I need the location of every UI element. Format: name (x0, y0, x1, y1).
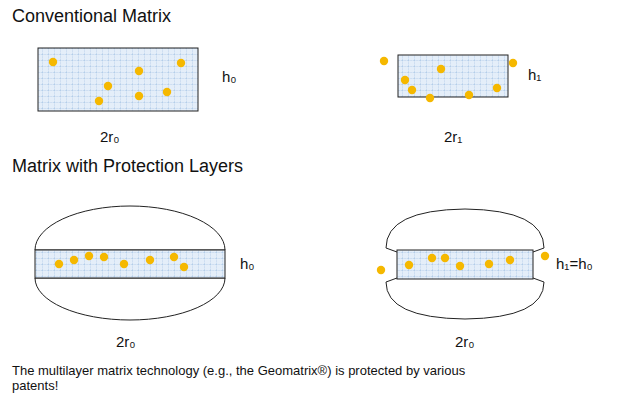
protection-layer (35, 278, 225, 320)
section-heading: Conventional Matrix (12, 6, 171, 27)
drug-particle (163, 88, 171, 96)
protection-layer (35, 206, 225, 250)
drug-particle (177, 59, 185, 67)
drug-particle (428, 254, 436, 262)
matrix-slab (35, 250, 225, 278)
drug-particle (456, 262, 464, 270)
drug-particle (426, 94, 434, 102)
dimension-label: 2r₀ (116, 333, 136, 350)
drug-particle (85, 252, 93, 260)
protection-layer (386, 209, 544, 252)
drug-particle (509, 59, 517, 67)
drug-particle (465, 91, 473, 99)
drug-particle (437, 65, 445, 73)
drug-particle (180, 263, 188, 271)
drug-particle (49, 58, 57, 66)
drug-particle (377, 266, 385, 274)
section-heading: Matrix with Protection Layers (12, 156, 243, 177)
dimension-label: h₀ (240, 255, 255, 272)
drug-particle (441, 254, 449, 262)
dimension-label: 2r₀ (100, 128, 120, 145)
drug-particle (135, 92, 143, 100)
drug-particle (100, 253, 108, 261)
drug-particle (493, 84, 501, 92)
drug-particle (146, 256, 154, 264)
drug-particle (541, 252, 549, 260)
protection-layer (386, 278, 544, 319)
drug-particle (104, 82, 112, 90)
drug-particle (70, 256, 78, 264)
footnote: The multilayer matrix technology (e.g., … (12, 364, 512, 394)
drug-particle (506, 256, 514, 264)
dimension-label: h₁ (528, 66, 541, 83)
drug-particle (380, 57, 388, 65)
drug-particle (405, 261, 413, 269)
matrix-slab (38, 48, 198, 111)
drug-particle (485, 260, 493, 268)
dimension-label: 2r₀ (455, 333, 475, 350)
drug-particle (135, 67, 143, 75)
drug-particle (408, 86, 416, 94)
drug-particle (170, 253, 178, 261)
drug-particle (55, 260, 63, 268)
matrix-slab (397, 250, 533, 279)
dimension-label: 2r₁ (444, 128, 462, 145)
drug-particle (95, 97, 103, 105)
matrix-slab (398, 55, 508, 97)
dimension-label: h₁=h₀ (556, 255, 593, 272)
drug-particle (120, 260, 128, 268)
dimension-label: h₀ (222, 68, 237, 85)
drug-particle (401, 76, 409, 84)
